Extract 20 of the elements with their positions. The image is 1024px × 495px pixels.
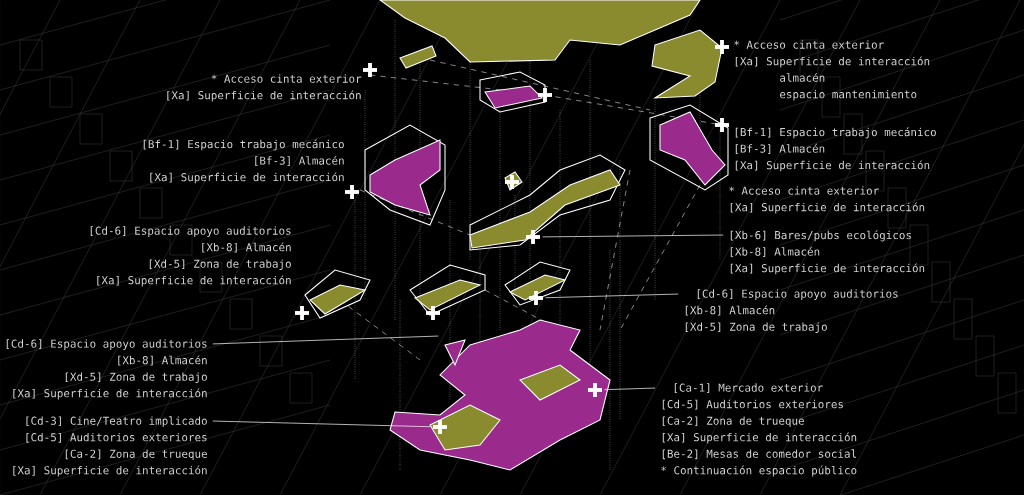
plus-marker xyxy=(526,230,540,244)
annotation-text: * Acceso cinta exterior [Xa] Superficie de interacción almacén espacio mantenimiento xyxy=(734,40,930,101)
annotation-text: [Xb-6] Bares/pubs ecológicos [Xb-8] Almacén [Xa] Superficie de interacción xyxy=(730,230,925,275)
annotation-text: [Ca-1] Mercado exterior [Cd-5] Auditorios exteriores [Ca-2] Zona de trueque [Xa] Superficie de interacción [Be-2] Mesas de comedor social * Continuación espacio público xyxy=(661,383,857,477)
annotation-text: * Acceso cinta exterior [Xa] Superficie de interacción xyxy=(729,186,925,214)
leader-line xyxy=(212,335,439,345)
plus-marker xyxy=(433,420,447,434)
annotation-text: [Cd-6] Espacio apoyo auditorios [Xb-8] Almacén [Xd-5] Zona de trabajo xyxy=(685,289,898,333)
leader-line xyxy=(212,420,431,428)
annotation-text: [Bf-1] Espacio trabajo mecánico [Bf-3] Almacén [Xa] Superficie de interacción xyxy=(143,139,344,184)
leader-line xyxy=(545,293,679,299)
leader-line xyxy=(604,387,656,391)
annotation-text: * Acceso cinta exterior [Xa] Superficie de interacción xyxy=(167,74,362,102)
leader-line xyxy=(542,234,724,238)
annotation-text: [Cd-6] Espacio apoyo auditorios [Xb-8] Almacén [Xd-5] Zona de trabajo [Xa] Superficie de interacción xyxy=(6,339,207,400)
plus-marker xyxy=(588,383,602,397)
plus-marker xyxy=(529,291,543,305)
annotation-text: [Bf-1] Espacio trabajo mecánico [Bf-3] Almacén [Xa] Superficie de interacción xyxy=(735,127,936,172)
annotation-text: [Cd-3] Cine/Teatro implicado [Cd-5] Auditorios exteriores [Ca-2] Zona de trueque [Xa] Superficie de interacción xyxy=(13,416,207,477)
annotation-text: [Cd-6] Espacio apoyo auditorios [Xb-8] Almacén [Xd-5] Zona de trabajo [Xa] Superficie de interacción xyxy=(90,226,291,287)
